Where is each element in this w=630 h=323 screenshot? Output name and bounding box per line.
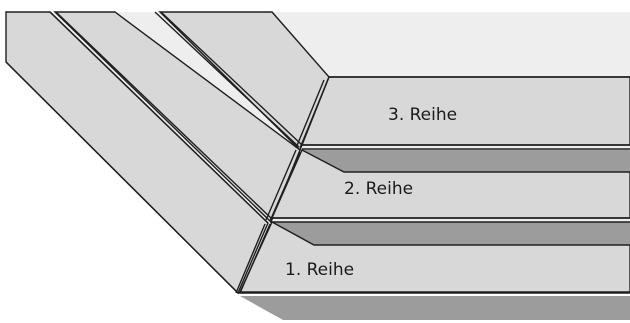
edge-line bbox=[269, 151, 301, 222]
row-1-label: 1. Reihe bbox=[285, 260, 354, 280]
row-2-face bbox=[270, 149, 630, 219]
diagonal-band-1 bbox=[5, 11, 269, 295]
edge-line bbox=[160, 11, 303, 146]
edge-line bbox=[295, 79, 325, 149]
row-3-shadow bbox=[302, 150, 630, 172]
row-3-label: 3. Reihe bbox=[388, 105, 457, 125]
edge-line bbox=[299, 76, 330, 149]
row-2-label: 2. Reihe bbox=[344, 179, 413, 199]
row-1-shadow bbox=[240, 296, 630, 320]
edge-line bbox=[235, 223, 266, 294]
row-2-shadow bbox=[272, 222, 630, 245]
edge-line bbox=[154, 11, 300, 148]
row-3-face bbox=[300, 76, 630, 146]
edge-line bbox=[265, 149, 297, 221]
edge-line bbox=[55, 11, 273, 220]
edge-line bbox=[5, 61, 239, 294]
edge-line bbox=[49, 11, 269, 224]
background-wedge bbox=[6, 12, 630, 323]
edge-line bbox=[239, 223, 271, 294]
